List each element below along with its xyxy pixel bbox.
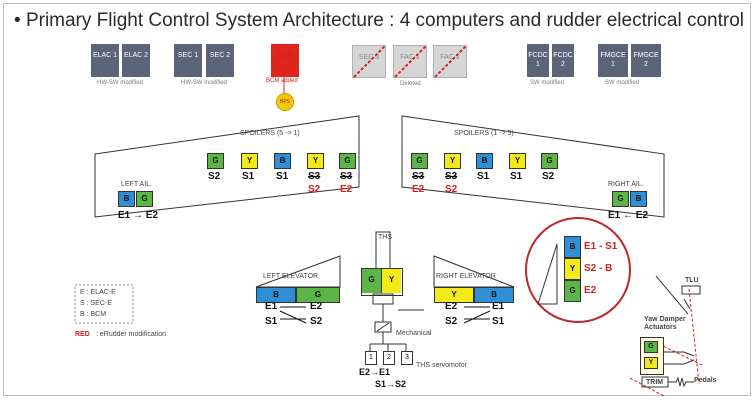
left-elevator-r2a: S1 xyxy=(265,316,278,327)
legend-s: S : SEC-E xyxy=(80,300,112,307)
legend-red: RED xyxy=(75,331,90,338)
ths-servomotor-label: THS servomotor xyxy=(416,362,467,369)
rudder-box-g: G xyxy=(564,280,581,302)
left-spoiler-4: Y xyxy=(307,153,324,169)
right-aileron-text: E1 ← E2 xyxy=(608,210,649,221)
left-spoilers-label: SPOILERS (5 -> 1) xyxy=(240,130,300,137)
rudder-line-2: S2 - B xyxy=(584,263,613,274)
trim-label: TRIM xyxy=(646,379,664,386)
ths-actuator: G Y xyxy=(361,268,403,296)
pedals-label: Pedals xyxy=(694,377,717,384)
ths-line-2: S1→S2 xyxy=(375,379,407,389)
legend-e: E : ELAC-E xyxy=(80,289,116,296)
ths-mechanical-label: Mechanical xyxy=(396,330,432,337)
fmgce1-computer: FMGCE 1 xyxy=(598,44,628,77)
right-spoiler-3: B xyxy=(476,153,493,169)
left-spoiler-4-label: S3 xyxy=(308,171,321,182)
fcdc2-computer: FCDC 2 xyxy=(552,44,574,77)
legend-b: B : BCM xyxy=(80,311,107,318)
rudder-box-y: Y xyxy=(564,258,581,280)
right-elevator-label: RIGHT ELEVATOR xyxy=(436,273,496,280)
title-text: Primary Flight Control System Architectu… xyxy=(25,10,744,31)
left-spoiler-3: B xyxy=(274,153,291,169)
right-spoiler-5-label: S2 xyxy=(542,171,555,182)
right-spoilers-label: SPOILERS (1 -> 5) xyxy=(454,130,514,137)
left-elevator-r2b: S2 xyxy=(310,316,323,327)
right-spoiler-1-label: S3 xyxy=(412,171,425,182)
right-spoiler-1-new: E2 xyxy=(412,184,425,195)
sec2-computer: SEC 2 xyxy=(206,44,234,77)
left-spoiler-5-label: S3 xyxy=(340,171,353,182)
fmgce-note: SW modified xyxy=(605,80,640,86)
bcm-computer: BCM xyxy=(271,44,299,77)
bcm-note: BCM added xyxy=(266,78,298,84)
right-aileron-box-1: G xyxy=(612,191,629,207)
yaw-damper-box-g: G xyxy=(644,341,658,353)
left-spoiler-4-new: S2 xyxy=(308,184,321,195)
ths-motor-3: 3 xyxy=(401,351,413,365)
left-spoiler-2: Y xyxy=(241,153,258,169)
left-aileron-text: E1 → E2 xyxy=(118,210,159,221)
right-spoiler-4: Y xyxy=(509,153,526,169)
right-spoiler-2: Y xyxy=(444,153,461,169)
right-elevator-r2b: S1 xyxy=(492,316,505,327)
right-spoiler-1: G xyxy=(411,153,428,169)
left-aileron-label: LEFT AIL. xyxy=(121,181,152,188)
right-elevator-r1a: E2 xyxy=(445,301,458,312)
rudder-line-1: E1 - S1 xyxy=(584,241,618,252)
right-spoiler-2-new: S2 xyxy=(445,184,458,195)
left-spoiler-1-label: S2 xyxy=(208,171,221,182)
left-spoiler-5: G xyxy=(339,153,356,169)
fcdc1-computer: FCDC 1 xyxy=(527,44,549,77)
rudder-box-b: B xyxy=(564,236,581,258)
right-spoiler-3-label: S1 xyxy=(477,171,490,182)
elac-note: HW-SW modified xyxy=(97,80,143,86)
bps-badge: BPS xyxy=(276,93,294,111)
elac1-computer: ELAC 1 xyxy=(91,44,119,77)
yaw-damper-label: Yaw Damper Actuators xyxy=(644,316,686,331)
fcdc-note: SW modified xyxy=(530,80,565,86)
ths-label: THS xyxy=(378,234,392,241)
right-elevator-r1b: E1 xyxy=(492,301,505,312)
left-elevator-box-1: B xyxy=(256,287,296,303)
ths-box-g: G xyxy=(362,269,382,293)
slide-title: • Primary Flight Control System Architec… xyxy=(14,10,744,32)
sec-note: HW-SW modified xyxy=(181,80,227,86)
fmgce2-computer: FMGCE 2 xyxy=(631,44,661,77)
ths-box-y: Y xyxy=(382,269,401,293)
title-bullet: • xyxy=(14,10,21,31)
left-elevator-r1b: E2 xyxy=(310,301,323,312)
right-spoiler-5: G xyxy=(541,153,558,169)
right-elevator-r2a: S2 xyxy=(445,316,458,327)
tlu-label: TLU xyxy=(685,277,699,284)
left-elevator-r1a: E1 xyxy=(265,301,278,312)
yaw-damper-box-y: Y xyxy=(644,357,658,369)
right-elevator-box-2: B xyxy=(474,287,514,303)
ths-line-1: E2→E1 xyxy=(359,367,391,377)
left-spoiler-5-new: E2 xyxy=(340,184,353,195)
left-elevator-label: LEFT ELEVATOR xyxy=(263,273,319,280)
left-aileron-box-2: G xyxy=(136,191,153,207)
ths-motor-1: 1 xyxy=(365,351,377,365)
right-spoiler-2-label: S3 xyxy=(445,171,458,182)
left-spoiler-2-label: S1 xyxy=(242,171,255,182)
deleted-note: Deleted xyxy=(400,81,421,87)
left-spoiler-3-label: S1 xyxy=(276,171,289,182)
left-spoiler-1: G xyxy=(207,153,224,169)
slide-frame: • Primary Flight Control System Architec… xyxy=(3,3,751,397)
ths-motor-2: 2 xyxy=(383,351,395,365)
right-spoiler-4-label: S1 xyxy=(510,171,523,182)
legend-red-text: : eRudder modification xyxy=(96,331,167,338)
right-aileron-box-2: B xyxy=(630,191,647,207)
sec1-computer: SEC 1 xyxy=(174,44,202,77)
right-aileron-label: RIGHT AIL. xyxy=(608,181,644,188)
diagram-lines xyxy=(74,45,705,397)
left-elevator-box-2: G xyxy=(296,287,340,303)
rudder-line-3: E2 xyxy=(584,285,597,296)
elac2-computer: ELAC 2 xyxy=(122,44,150,77)
right-elevator-box-1: Y xyxy=(434,287,474,303)
left-aileron-box-1: B xyxy=(118,191,135,207)
